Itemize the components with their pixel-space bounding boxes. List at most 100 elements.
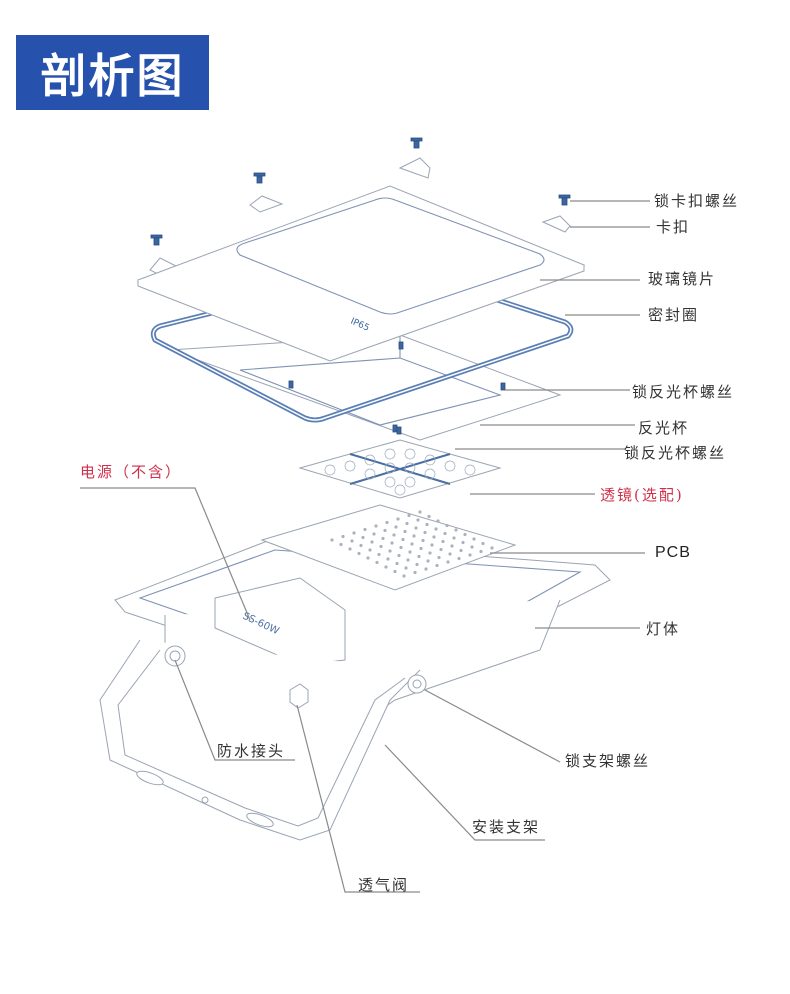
- led-dot: [375, 560, 379, 565]
- led-dot: [434, 527, 438, 531]
- label-vent-valve: 透气阀: [358, 876, 410, 894]
- led-dot: [392, 533, 396, 537]
- led-dot: [427, 514, 431, 519]
- label-lens-optional: 透镜(选配): [600, 486, 684, 504]
- led-dot: [341, 534, 345, 539]
- led-dot: [416, 518, 420, 522]
- led-dot: [394, 525, 398, 529]
- led-dot: [386, 557, 390, 561]
- led-dot: [397, 553, 401, 558]
- led-dot: [404, 566, 408, 570]
- title-banner: 剖析图: [16, 35, 209, 110]
- led-dot: [357, 551, 361, 556]
- label-lock-reflector-screw-1: 锁反光杯螺丝: [632, 383, 735, 401]
- led-dot: [461, 540, 465, 545]
- led-dot: [381, 536, 385, 541]
- leader-lines: [80, 200, 650, 893]
- led-dot: [402, 574, 406, 578]
- led-dot: [425, 522, 429, 527]
- led-dot: [426, 559, 430, 563]
- led-dot: [448, 552, 452, 556]
- led-dot: [399, 545, 403, 550]
- label-pcb: PCB: [655, 544, 691, 561]
- led-dot: [457, 556, 461, 561]
- led-dot: [405, 521, 409, 526]
- label-lamp-body: 灯体: [646, 620, 681, 638]
- label-power-supply: 电源（不含）: [80, 463, 183, 481]
- led-dot: [452, 536, 456, 540]
- led-dot: [368, 548, 372, 552]
- led-dot: [395, 561, 399, 566]
- led-dot: [436, 519, 440, 523]
- led-dot: [430, 543, 434, 547]
- led-dot: [370, 540, 374, 544]
- led-dot: [435, 563, 439, 568]
- glass-lens: IP65: [136, 185, 586, 362]
- page-title: 剖析图: [40, 48, 185, 103]
- label-reflector: 反光杯: [638, 419, 690, 437]
- led-dot: [406, 558, 410, 562]
- led-dot: [413, 570, 417, 575]
- label-glass-lens: 玻璃镜片: [648, 270, 717, 288]
- led-dot: [393, 569, 397, 574]
- led-dot: [472, 537, 476, 541]
- led-dot: [439, 547, 443, 552]
- pcb-board: [260, 504, 517, 591]
- led-dot: [463, 532, 467, 537]
- led-dot: [459, 548, 463, 553]
- led-dot: [454, 528, 458, 532]
- led-dot: [468, 553, 472, 557]
- led-dot: [432, 535, 436, 539]
- led-dot: [443, 531, 447, 536]
- led-dot: [412, 534, 416, 538]
- led-dot: [419, 546, 423, 551]
- led-dot: [385, 520, 389, 525]
- lamp-body: SS-60W: [114, 539, 611, 725]
- label-lock-bracket-screw: 锁支架螺丝: [565, 752, 651, 770]
- led-dot: [339, 542, 343, 547]
- led-dot: [417, 554, 421, 559]
- led-dot: [374, 524, 378, 528]
- led-dot: [414, 526, 418, 530]
- label-lock-clip-screw: 锁卡扣螺丝: [654, 192, 740, 210]
- led-dot: [479, 549, 483, 554]
- label-mounting-bracket: 安装支架: [472, 818, 541, 836]
- label-waterproof-connector: 防水接头: [217, 742, 286, 760]
- led-dot: [330, 538, 334, 542]
- led-dot: [445, 523, 449, 528]
- led-dot: [423, 530, 427, 535]
- led-dot: [350, 539, 354, 543]
- led-dot: [403, 529, 407, 534]
- led-dot: [490, 546, 494, 550]
- label-clip: 卡扣: [656, 218, 691, 236]
- led-dot: [363, 527, 367, 532]
- led-dot: [383, 528, 387, 533]
- led-dot: [401, 537, 405, 542]
- led-dot: [450, 544, 454, 548]
- led-dot: [408, 550, 412, 554]
- led-dot: [481, 541, 485, 546]
- led-dot: [424, 567, 428, 571]
- label-lock-reflector-screw-2: 锁反光杯螺丝: [624, 444, 727, 462]
- led-dot: [470, 545, 474, 549]
- mounting-bracket-drawing: [99, 639, 421, 841]
- led-dot: [437, 555, 441, 560]
- led-dot: [352, 531, 356, 535]
- led-dot: [396, 517, 400, 521]
- seal-ring: [150, 265, 574, 423]
- label-seal-ring: 密封圈: [648, 306, 700, 324]
- led-dot: [359, 543, 363, 548]
- led-dot: [348, 547, 352, 551]
- led-dot: [421, 538, 425, 543]
- led-dot: [415, 562, 419, 567]
- led-dot: [372, 532, 376, 536]
- led-dot: [366, 556, 370, 560]
- led-dot: [446, 560, 450, 564]
- led-dot: [379, 544, 383, 549]
- led-dot: [418, 510, 422, 514]
- led-dot: [428, 551, 432, 555]
- led-dot: [384, 565, 388, 569]
- led-dot: [410, 542, 414, 546]
- led-dot: [361, 535, 365, 540]
